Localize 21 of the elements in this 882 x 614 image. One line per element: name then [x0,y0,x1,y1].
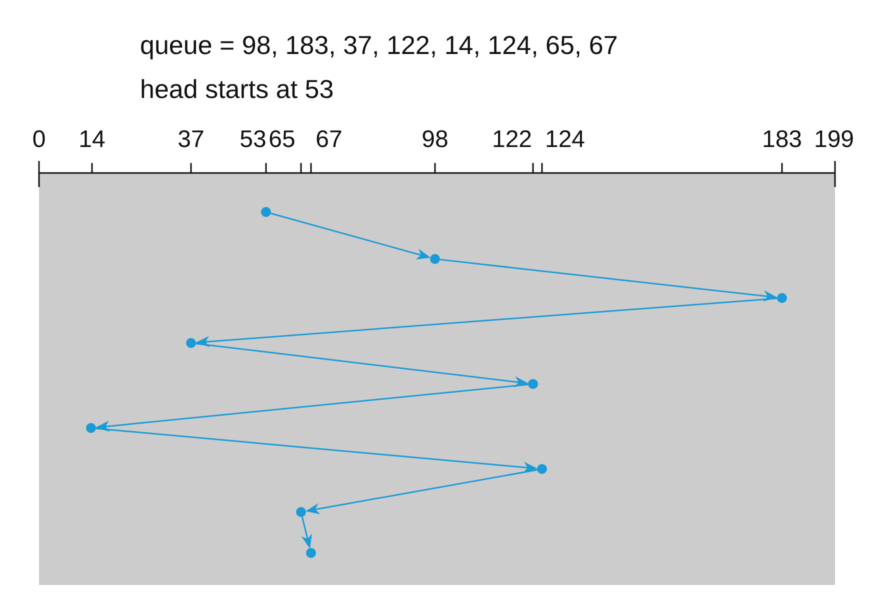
arrow [96,428,538,473]
tick-label: 67 [316,126,342,154]
tick-label: 0 [32,126,46,154]
tick-label: 98 [422,126,448,154]
tick-label: 199 [814,126,854,154]
arrow [196,298,778,348]
tick-label: 37 [178,126,204,154]
arrow [301,516,312,549]
arrow [270,212,431,260]
arrow [96,384,528,432]
tick-label: 65 [268,126,296,154]
title: queue = 98, 183, 37, 122, 14, 124, 65, 67 [140,30,618,61]
tick-label: 14 [78,126,106,154]
subtitle: head starts at 53 [140,74,334,105]
tick-label: 53 [240,126,266,154]
tick-label: 183 [762,126,802,154]
arrow [306,469,538,514]
tick-label: 122 [492,126,532,154]
arrow [440,258,778,302]
tick-label: 124 [544,126,586,154]
arrow [196,342,528,388]
